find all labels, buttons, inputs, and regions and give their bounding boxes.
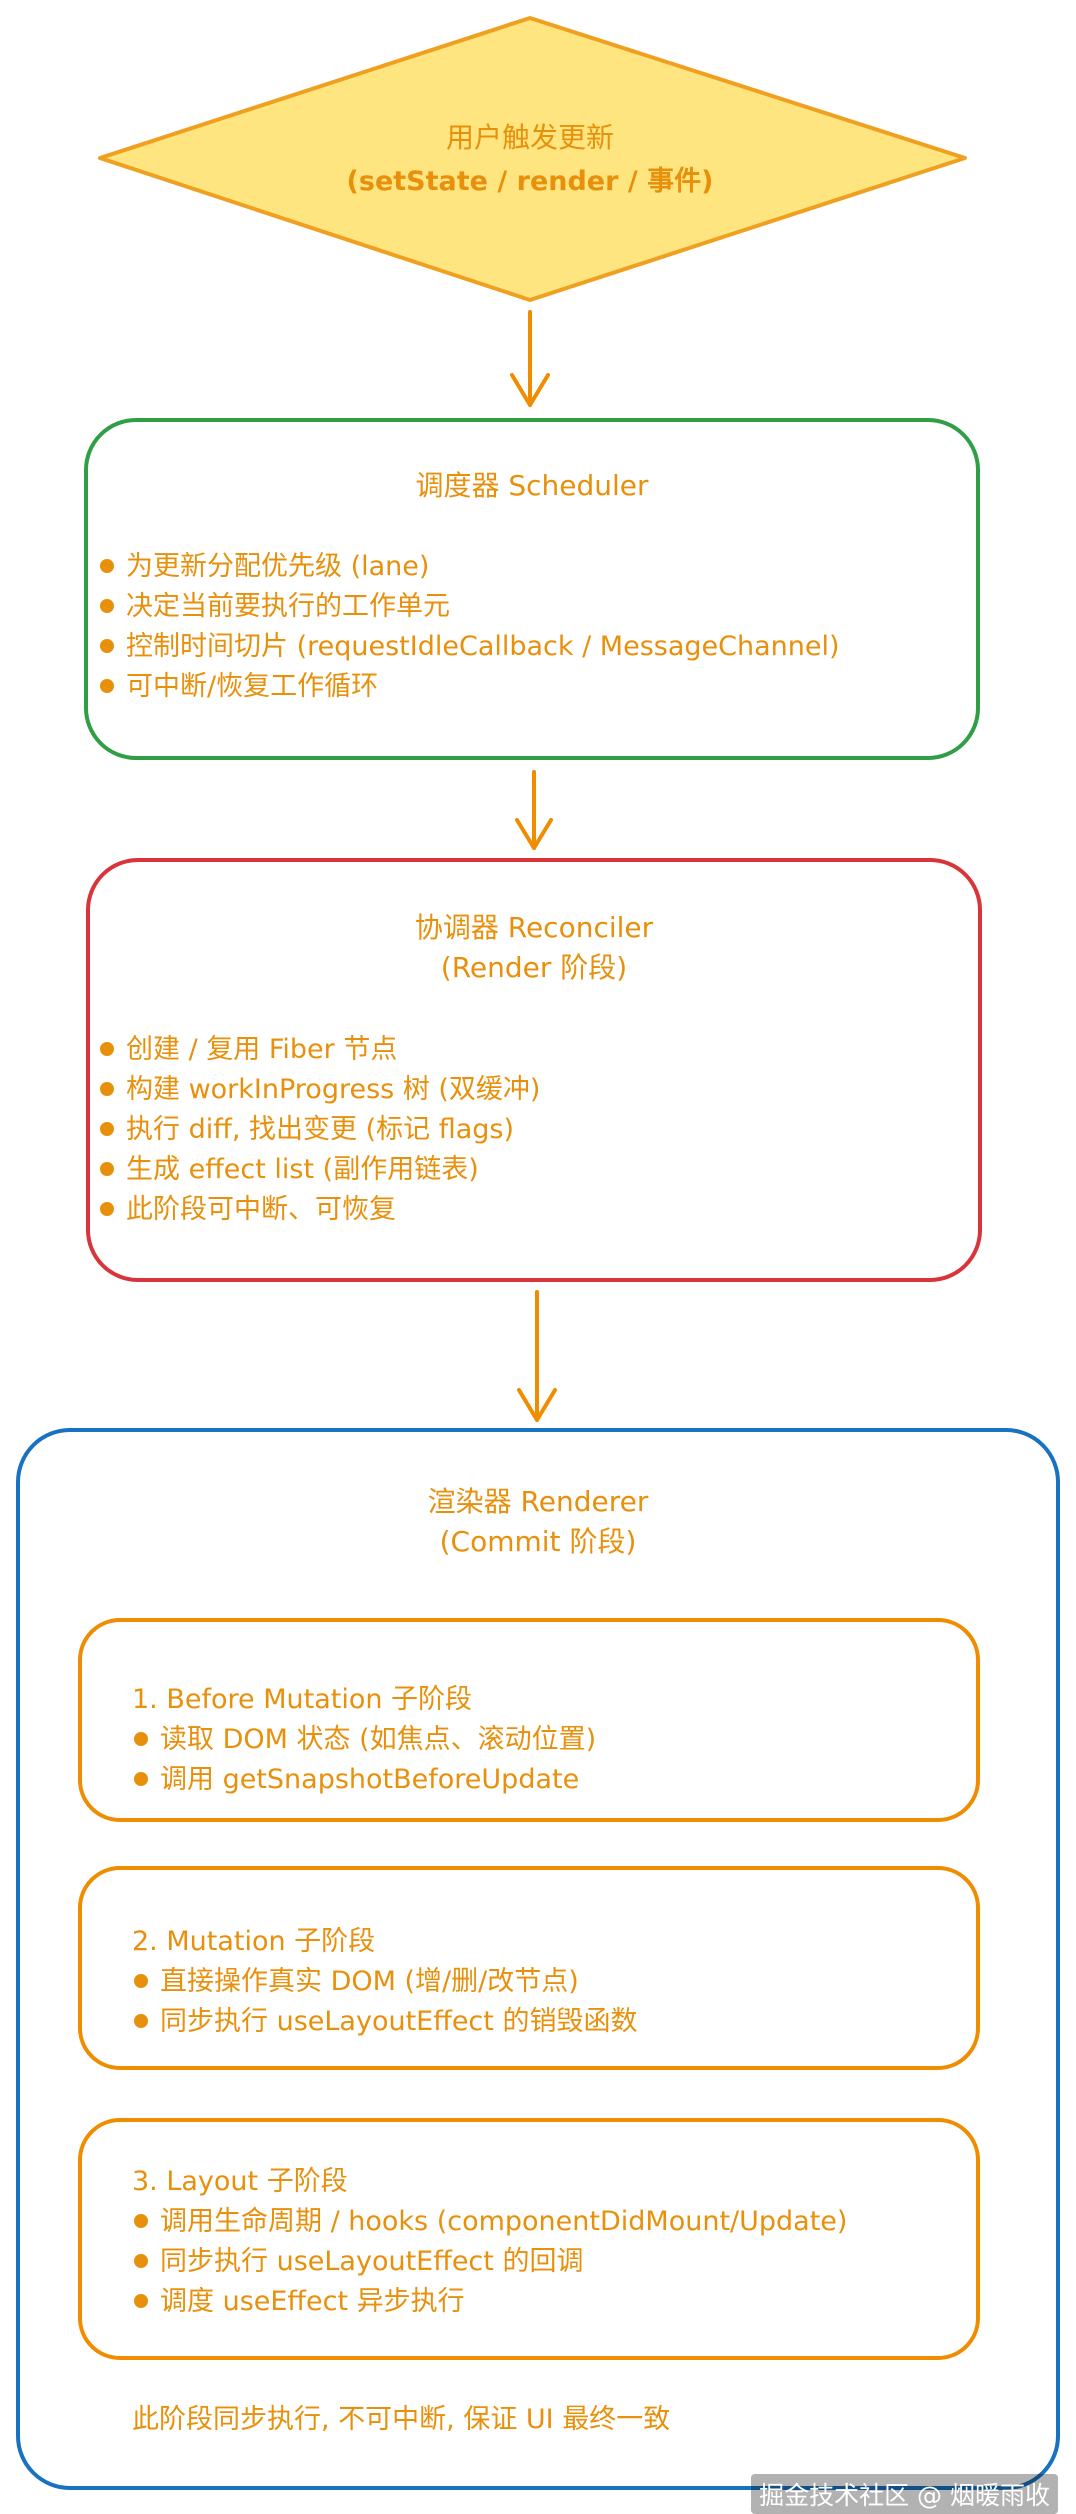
list-item: 同步执行 useLayoutEffect 的销毁函数 xyxy=(130,2002,637,2042)
bullet-icon xyxy=(100,679,114,693)
list-item: 调用 getSnapshotBeforeUpdate xyxy=(130,1760,596,1800)
list-item: 为更新分配优先级 (lane) xyxy=(96,547,840,587)
phase-box-before-mutation xyxy=(78,1618,980,1822)
phase-list-mutation: 直接操作真实 DOM (增/删/改节点) 同步执行 useLayoutEffec… xyxy=(130,1962,637,2042)
phase-box-layout xyxy=(78,2118,980,2360)
list-item: 此阶段可中断、可恢复 xyxy=(96,1190,540,1230)
reconciler-list: 创建 / 复用 Fiber 节点 构建 workInProgress 树 (双缓… xyxy=(96,1030,540,1230)
arrow-scheduler-to-reconciler xyxy=(515,770,553,850)
arrow-reconciler-to-renderer xyxy=(517,1290,557,1422)
scheduler-box xyxy=(84,418,980,760)
reconciler-subtitle: (Render 阶段) xyxy=(440,951,628,984)
list-item: 可中断/恢复工作循环 xyxy=(96,667,840,707)
list-item: 读取 DOM 状态 (如焦点、滚动位置) xyxy=(130,1720,596,1760)
list-item: 决定当前要执行的工作单元 xyxy=(96,587,840,627)
scheduler-list: 为更新分配优先级 (lane) 决定当前要执行的工作单元 控制时间切片 (req… xyxy=(96,547,840,707)
list-item: 同步执行 useLayoutEffect 的回调 xyxy=(130,2242,847,2282)
list-item: 直接操作真实 DOM (增/删/改节点) xyxy=(130,1962,637,2002)
list-item: 创建 / 复用 Fiber 节点 xyxy=(96,1030,540,1070)
bullet-icon xyxy=(100,1042,114,1056)
list-item: 构建 workInProgress 树 (双缓冲) xyxy=(96,1070,540,1110)
bullet-icon xyxy=(134,1772,148,1786)
list-item: 调度 useEffect 异步执行 xyxy=(130,2282,847,2322)
start-subtitle: (setState / render / 事件) xyxy=(346,166,714,197)
phase-title-before-mutation: 1. Before Mutation 子阶段 xyxy=(132,1684,473,1715)
bullet-icon xyxy=(134,2294,148,2308)
start-title: 用户触发更新 xyxy=(445,121,614,154)
phase-title-layout: 3. Layout 子阶段 xyxy=(132,2166,348,2197)
scheduler-title: 调度器 Scheduler xyxy=(415,469,649,502)
renderer-title: 渲染器 Renderer xyxy=(427,1485,649,1518)
bullet-icon xyxy=(100,1082,114,1096)
phase-box-mutation xyxy=(78,1866,980,2070)
bullet-icon xyxy=(134,2214,148,2228)
bullet-icon xyxy=(100,1122,114,1136)
reconciler-box xyxy=(86,858,982,1282)
list-item: 执行 diff, 找出变更 (标记 flags) xyxy=(96,1110,540,1150)
list-item: 生成 effect list (副作用链表) xyxy=(96,1150,540,1190)
list-item: 调用生命周期 / hooks (componentDidMount/Update… xyxy=(130,2202,847,2242)
bullet-icon xyxy=(100,599,114,613)
reconciler-title: 协调器 Reconciler xyxy=(414,911,654,944)
renderer-footer: 此阶段同步执行, 不可中断, 保证 UI 最终一致 xyxy=(132,2404,671,2435)
phase-title-mutation: 2. Mutation 子阶段 xyxy=(132,1926,376,1957)
bullet-icon xyxy=(100,1202,114,1216)
bullet-icon xyxy=(134,1732,148,1746)
bullet-icon xyxy=(100,639,114,653)
phase-list-layout: 调用生命周期 / hooks (componentDidMount/Update… xyxy=(130,2202,847,2322)
bullet-icon xyxy=(134,2014,148,2028)
bullet-icon xyxy=(100,559,114,573)
bullet-icon xyxy=(134,1974,148,1988)
phase-list-before-mutation: 读取 DOM 状态 (如焦点、滚动位置) 调用 getSnapshotBefor… xyxy=(130,1720,596,1800)
renderer-subtitle: (Commit 阶段) xyxy=(439,1525,637,1558)
start-diamond xyxy=(98,16,967,302)
arrow-start-to-scheduler xyxy=(510,310,550,407)
watermark: 掘金技术社区 @ 烟暖雨收 xyxy=(751,2474,1058,2514)
list-item: 控制时间切片 (requestIdleCallback / MessageCha… xyxy=(96,627,840,667)
bullet-icon xyxy=(100,1162,114,1176)
bullet-icon xyxy=(134,2254,148,2268)
